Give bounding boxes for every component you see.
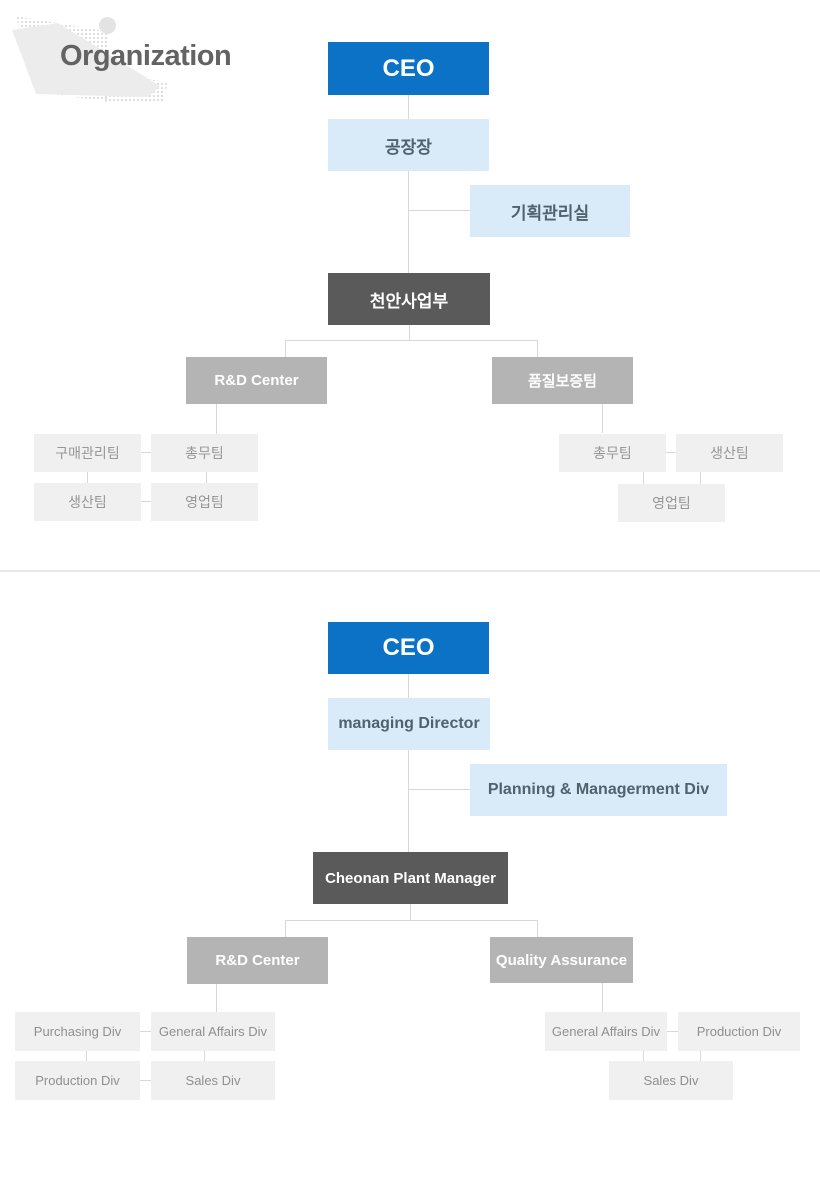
connector-line	[140, 1031, 151, 1032]
node-qa-team: 품질보증팀	[492, 357, 633, 404]
connector-line	[408, 750, 409, 852]
node-production-team: 생산팀	[676, 434, 783, 472]
connector-line	[285, 920, 286, 937]
node-general-affairs-team: 총무팀	[151, 434, 258, 472]
node-plant-manager: 공장장	[328, 119, 489, 171]
connector-line	[537, 920, 538, 937]
connector-line	[87, 472, 88, 483]
node-purchasing-team: 구매관리팀	[34, 434, 141, 472]
connector-line	[408, 674, 409, 698]
circle-decoration	[99, 17, 116, 34]
page-header: Organization	[0, 0, 300, 120]
node-rnd-center: R&D Center	[186, 357, 327, 404]
node-sales-team: 영업팀	[151, 483, 258, 521]
node-purchasing-div: Purchasing Div	[15, 1012, 140, 1051]
connector-line	[285, 340, 286, 357]
connector-line	[667, 1031, 678, 1032]
connector-line	[285, 920, 537, 921]
connector-line	[643, 1051, 644, 1061]
node-planning-office: 기획관리실	[470, 185, 630, 237]
node-ceo: CEO	[328, 622, 489, 674]
swoosh-decoration	[12, 23, 160, 97]
connector-line	[408, 171, 409, 273]
connector-line	[409, 789, 470, 790]
connector-line	[86, 1051, 87, 1061]
connector-line	[140, 1080, 151, 1081]
node-ceo: CEO	[328, 42, 489, 95]
connector-line	[285, 340, 537, 341]
page-title: Organization	[60, 40, 232, 72]
connector-line	[216, 404, 217, 434]
node-general-affairs-div: General Affairs Div	[151, 1012, 275, 1051]
connector-line	[643, 472, 644, 484]
connector-line	[408, 95, 409, 119]
node-quality-assurance: Quality Assurance	[490, 937, 633, 983]
node-cheonan-division: 천안사업부	[328, 273, 490, 325]
connector-line	[141, 452, 151, 453]
connector-line	[666, 452, 676, 453]
connector-line	[700, 472, 701, 484]
connector-line	[602, 983, 603, 1012]
node-production-div: Production Div	[15, 1061, 140, 1100]
node-cheonan-plant-manager: Cheonan Plant Manager	[313, 852, 508, 904]
section-divider	[0, 570, 820, 572]
node-managing-director: managing Director	[328, 698, 490, 750]
connector-line	[410, 904, 411, 921]
node-sales-div: Sales Div	[151, 1061, 275, 1100]
connector-line	[537, 340, 538, 357]
connector-line	[204, 1051, 205, 1061]
connector-line	[206, 472, 207, 483]
node-sales-div: Sales Div	[609, 1061, 733, 1100]
node-general-affairs-div: General Affairs Div	[545, 1012, 667, 1051]
connector-line	[141, 501, 151, 502]
node-production-div: Production Div	[678, 1012, 800, 1051]
connector-line	[602, 404, 603, 433]
node-general-affairs-team: 총무팀	[559, 434, 666, 472]
node-sales-team: 영업팀	[618, 484, 725, 522]
connector-line	[216, 984, 217, 1012]
node-production-team: 생산팀	[34, 483, 141, 521]
connector-line	[700, 1051, 701, 1061]
connector-line	[409, 325, 410, 341]
connector-line	[409, 210, 470, 211]
node-rnd-center: R&D Center	[187, 937, 328, 984]
node-planning-management-div: Planning & Managerment Div	[470, 764, 727, 816]
